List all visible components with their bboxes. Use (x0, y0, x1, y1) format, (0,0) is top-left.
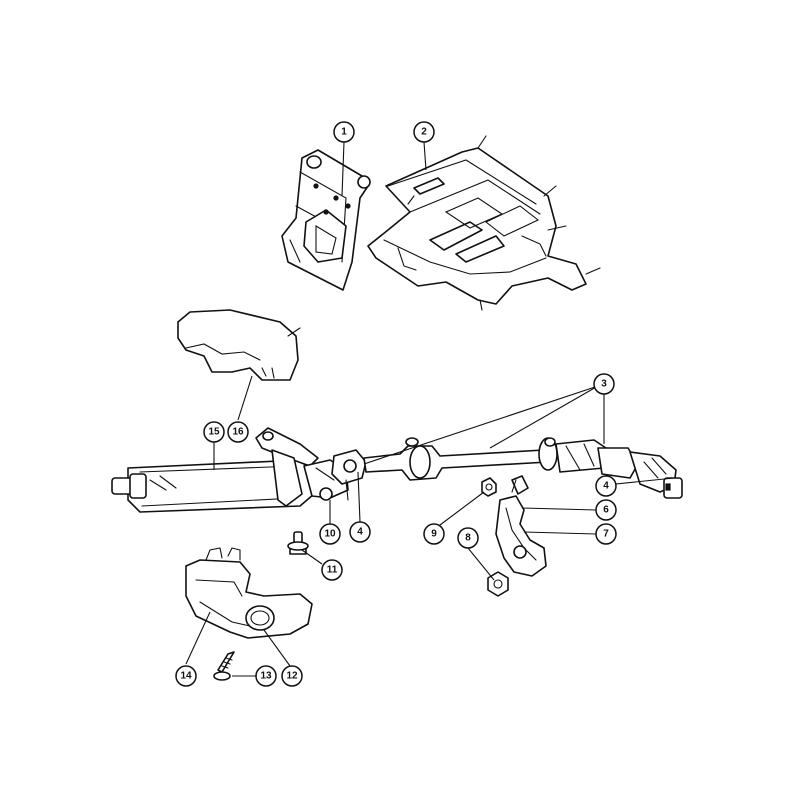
lower-shroud (185, 547, 313, 639)
callout-10-label: 10 (324, 529, 336, 540)
callout-4-right-label: 4 (603, 481, 609, 492)
callout-1: 1 (333, 121, 355, 143)
mounting-bracket (281, 149, 371, 291)
callout-4-right: 4 (595, 475, 617, 497)
support-structure (367, 135, 601, 311)
callout-11: 11 (321, 559, 343, 581)
callout-13-label: 13 (260, 671, 272, 682)
callout-1-label: 1 (341, 127, 347, 138)
callout-14-label: 14 (180, 671, 192, 682)
callout-9-label: 9 (431, 529, 437, 540)
intermediate-shaft (363, 437, 683, 499)
steering-column (111, 427, 349, 513)
callout-13: 13 (255, 665, 277, 687)
nut-9 (481, 477, 497, 497)
callout-3: 3 (593, 373, 615, 395)
callout-8: 8 (457, 527, 479, 549)
callout-16-label: 16 (232, 427, 244, 438)
callout-11-label: 11 (327, 565, 338, 576)
callout-8-label: 8 (465, 533, 471, 544)
upper-shroud (177, 309, 301, 381)
leader-lines (185, 141, 675, 677)
callout-16: 16 (227, 421, 249, 443)
trim-cap (245, 605, 275, 631)
callout-10: 10 (319, 523, 341, 545)
callout-6: 6 (595, 499, 617, 521)
column-bracket (495, 475, 547, 577)
callout-14: 14 (175, 665, 197, 687)
callout-9: 9 (423, 523, 445, 545)
callout-4-left: 4 (349, 521, 371, 543)
callout-15: 15 (203, 421, 225, 443)
callout-2-label: 2 (421, 127, 427, 138)
callout-15-label: 15 (208, 427, 220, 438)
callout-7-label: 7 (603, 529, 609, 540)
callout-2: 2 (413, 121, 435, 143)
coupling-left (331, 449, 367, 501)
callout-3-label: 3 (601, 379, 607, 390)
screw-13 (213, 651, 235, 681)
bolt-11 (287, 531, 309, 555)
callout-6-label: 6 (603, 505, 609, 516)
callout-4-left-label: 4 (357, 527, 363, 538)
callout-7: 7 (595, 523, 617, 545)
callout-12: 12 (281, 665, 303, 687)
callout-12-label: 12 (286, 671, 298, 682)
